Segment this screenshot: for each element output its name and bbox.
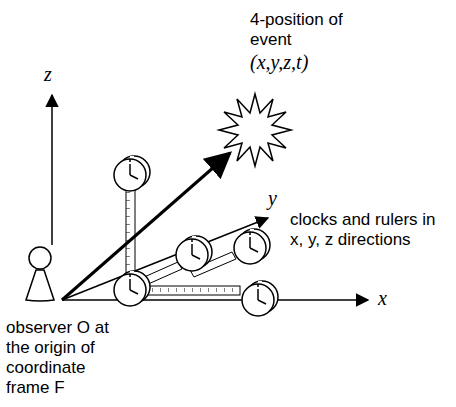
axis-label: z	[44, 64, 64, 84]
position-vector	[62, 153, 230, 300]
event-starburst	[219, 94, 291, 166]
clock-back	[234, 229, 270, 264]
clock-y	[176, 236, 212, 271]
clock-origin	[114, 271, 150, 306]
four-position: (x,y,z,t)	[250, 52, 370, 72]
y-axis	[62, 218, 268, 300]
observer-caption: observer O at the origin of coordinate f…	[6, 318, 124, 398]
event-caption: 4-position of event	[250, 10, 360, 50]
clocks-caption: clocks and rulers in x, y, z directions	[290, 210, 450, 250]
observer-figure	[26, 247, 54, 301]
clock-x	[242, 281, 278, 316]
x-axis	[62, 299, 368, 301]
z-axis	[51, 95, 53, 245]
axis-label: x	[378, 288, 398, 308]
axis-label: y	[268, 188, 288, 208]
clock-z	[114, 156, 150, 191]
